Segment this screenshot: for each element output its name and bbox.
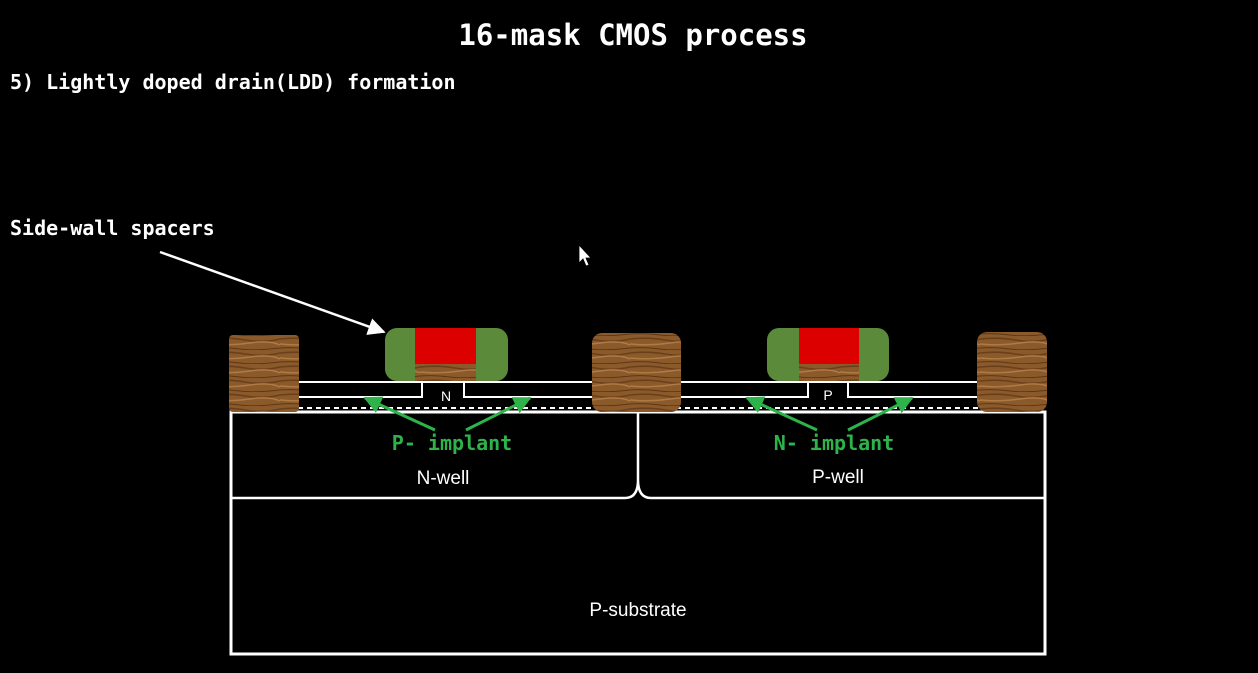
left-implant-arrow-2	[465, 396, 532, 432]
p-well-label: P-well	[812, 467, 864, 488]
left-implant-arrow-1	[363, 396, 436, 432]
field-oxide-middle	[592, 333, 681, 412]
right-gate-doping-label: P	[823, 387, 832, 403]
left-gate-stack	[385, 328, 508, 381]
right-active-surface	[680, 381, 978, 398]
n-well-label: N-well	[417, 468, 470, 489]
field-oxide-right	[977, 332, 1047, 412]
p-substrate-label: P-substrate	[589, 600, 686, 621]
step-heading: 5) Lightly doped drain(LDD) formation	[10, 70, 456, 94]
field-oxide-left	[229, 335, 299, 412]
mouse-pointer-icon	[578, 243, 592, 267]
left-active-surface	[298, 381, 594, 398]
well-boundary	[231, 412, 1045, 500]
spacer-arrow	[159, 250, 386, 335]
spacer-label: Side-wall spacers	[10, 216, 215, 240]
left-implant-label: P- implant	[392, 431, 512, 455]
page-title: 16-mask CMOS process	[458, 18, 808, 52]
right-implant-label: N- implant	[774, 431, 894, 455]
left-gate-doping-label: N	[441, 388, 451, 404]
right-implant-arrow-1	[745, 396, 818, 432]
right-gate-stack	[767, 328, 889, 381]
right-implant-arrow-2	[847, 396, 914, 432]
